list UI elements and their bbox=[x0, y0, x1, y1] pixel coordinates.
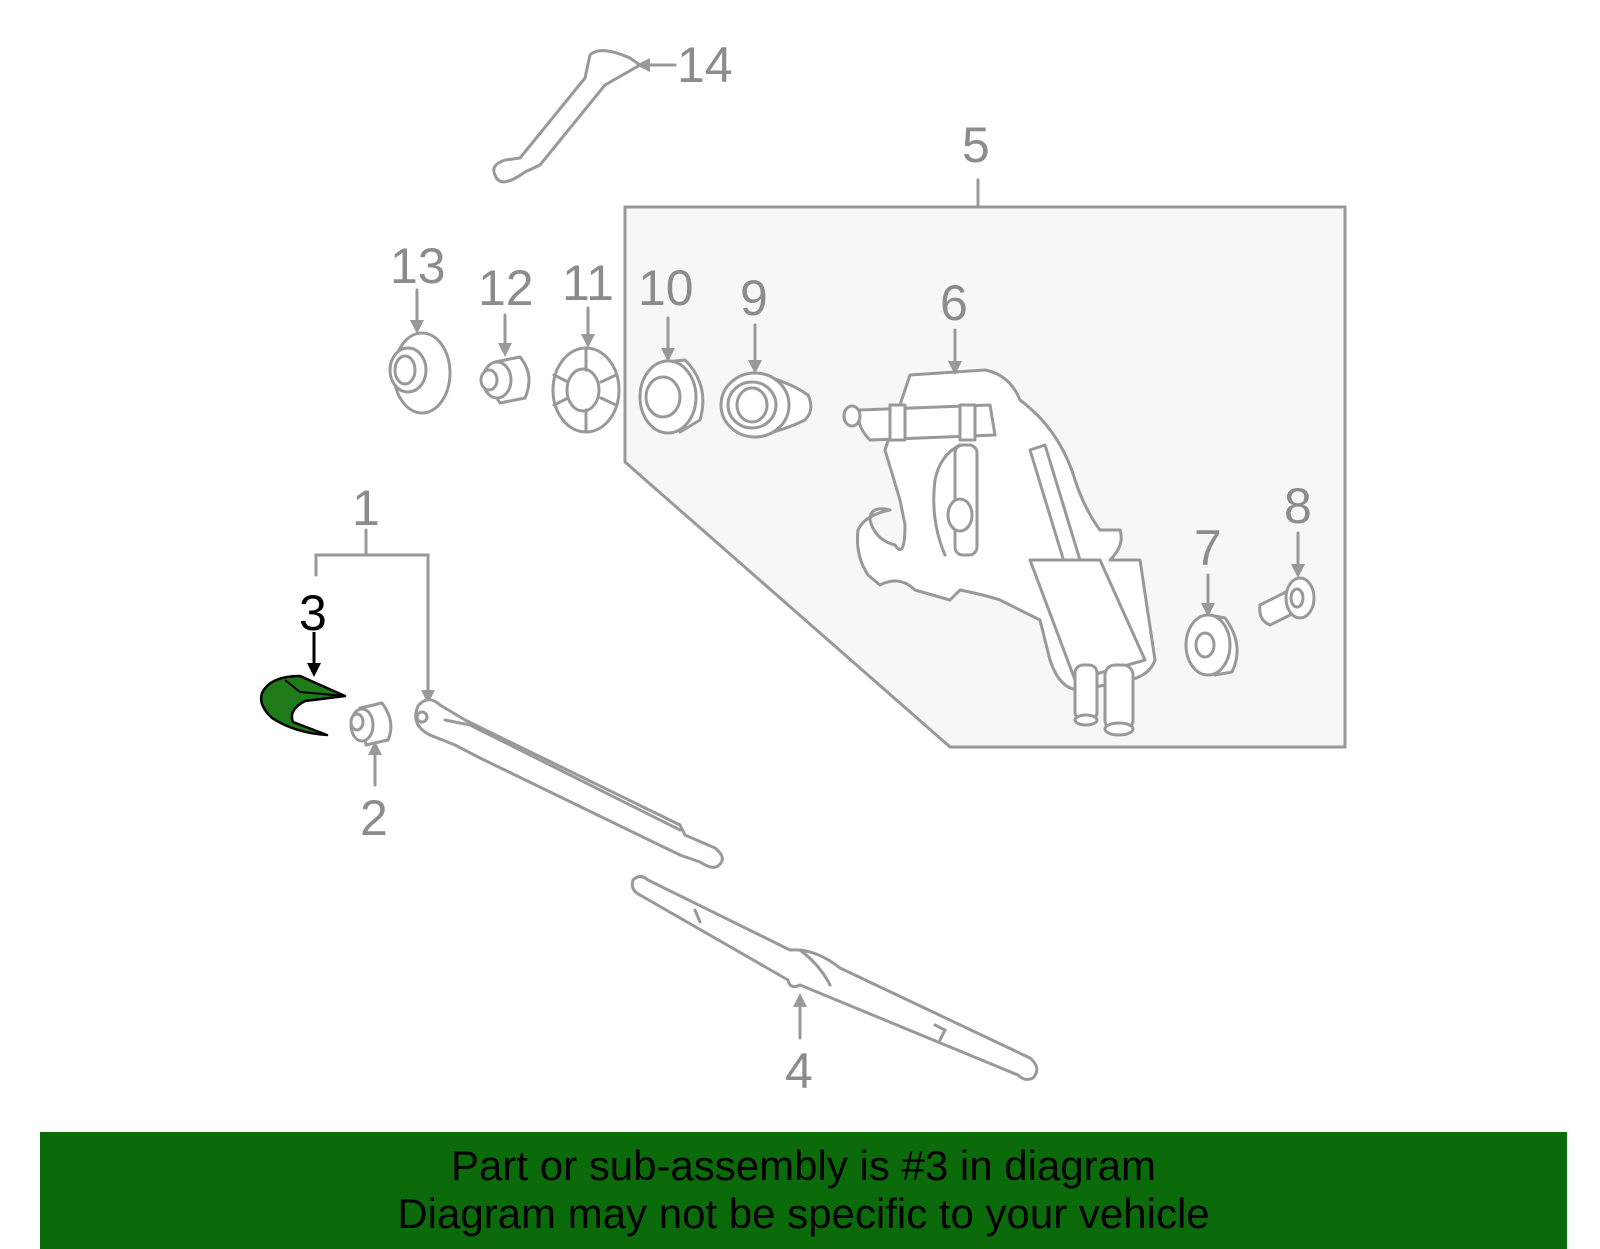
bracket-part-1 bbox=[314, 528, 435, 704]
cap-part-13[interactable] bbox=[388, 288, 452, 415]
banner-part-note: Part or sub-assembly is #3 in diagram bbox=[451, 1142, 1156, 1189]
callout-11: 11 bbox=[562, 255, 614, 311]
wiper-arm-part-1[interactable] bbox=[414, 698, 724, 869]
grommet-part-9[interactable] bbox=[719, 323, 813, 439]
callout-12: 12 bbox=[478, 260, 534, 316]
wiper-blade-part-4[interactable] bbox=[630, 875, 1039, 1081]
nut-part-12[interactable] bbox=[479, 313, 531, 405]
bolt-part-8[interactable] bbox=[1258, 531, 1316, 627]
cover-cap-part-3[interactable] bbox=[259, 632, 347, 737]
callout-5: 5 bbox=[962, 117, 990, 173]
callout-2: 2 bbox=[360, 790, 388, 846]
wiper-motor-part-6[interactable] bbox=[842, 328, 1157, 737]
bushing-part-10[interactable] bbox=[638, 316, 705, 435]
nut-part-2[interactable] bbox=[349, 701, 393, 787]
callout-8: 8 bbox=[1284, 478, 1312, 534]
callout-7: 7 bbox=[1194, 520, 1222, 576]
callout-3: 3 bbox=[299, 585, 327, 641]
callout-6: 6 bbox=[940, 275, 968, 331]
washer-part-11[interactable] bbox=[551, 306, 621, 434]
callout-9: 9 bbox=[740, 270, 768, 326]
info-banner: Part or sub-assembly is #3 in diagram Di… bbox=[40, 1132, 1567, 1249]
callout-1: 1 bbox=[352, 480, 380, 536]
banner-disclaimer: Diagram may not be specific to your vehi… bbox=[397, 1190, 1210, 1237]
callout-13: 13 bbox=[390, 238, 446, 294]
callout-14: 14 bbox=[677, 37, 733, 93]
rubber-mount-part-7[interactable] bbox=[1184, 573, 1239, 677]
washer-hose-part-14[interactable] bbox=[492, 49, 677, 184]
callout-4: 4 bbox=[785, 1043, 813, 1099]
callout-10: 10 bbox=[638, 260, 694, 316]
